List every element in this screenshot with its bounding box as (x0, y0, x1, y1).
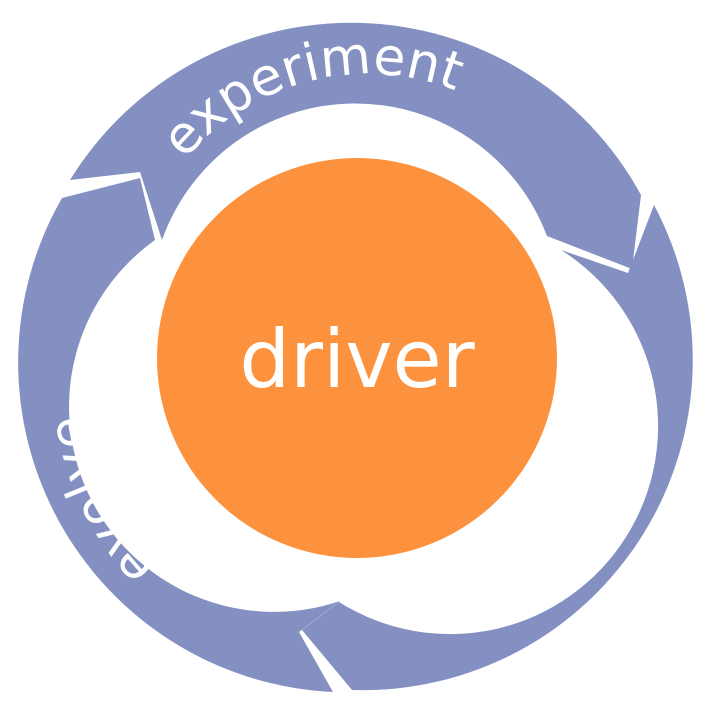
ring-segment-evaluate (302, 205, 693, 691)
center-circle (157, 158, 557, 558)
ring-segment-evolve (18, 178, 341, 692)
center-label: driver (239, 313, 474, 406)
ring-segment-experiment (70, 22, 641, 269)
